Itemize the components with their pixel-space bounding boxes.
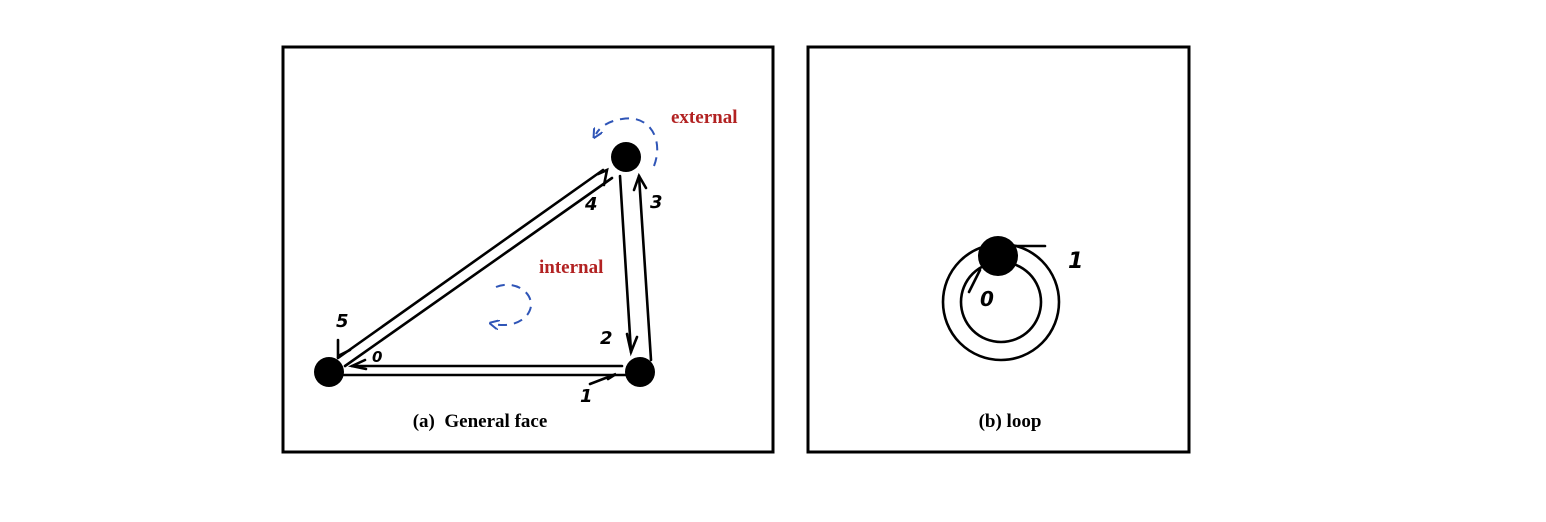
arrowhead-1 — [588, 372, 617, 386]
half-edge-5 — [343, 176, 614, 368]
panel-loop: 0 1 (b) loop — [806, 45, 1191, 454]
external-rotation-arrow — [596, 117, 659, 167]
edge-label-0: 0 — [372, 348, 382, 366]
vertex-bottom-right — [625, 357, 655, 387]
arrowhead-3 — [632, 172, 648, 192]
vertex-top — [611, 142, 641, 172]
arrowhead-5 — [336, 338, 352, 359]
loop-arrow-0 — [967, 268, 982, 294]
loop-label-1: 1 — [1068, 249, 1083, 274]
edge-label-2: 2 — [600, 328, 613, 349]
half-edge-3 — [637, 174, 653, 362]
loop-vertex — [978, 236, 1018, 276]
external-label: external — [671, 107, 737, 128]
internal-rotation-arrow — [494, 283, 533, 325]
edge-label-1: 1 — [580, 386, 593, 407]
edge-label-4: 4 — [584, 194, 598, 215]
panel-b-caption: (b) loop — [979, 411, 1042, 432]
vertex-bottom-left — [314, 357, 344, 387]
panel-a-caption: (a) General face — [413, 411, 548, 432]
half-edge-2 — [618, 174, 633, 354]
arrowhead-4 — [596, 167, 609, 187]
arrowhead-0 — [347, 358, 368, 371]
half-edge-4 — [336, 168, 605, 360]
edge-label-3: 3 — [650, 192, 663, 213]
half-edges — [336, 167, 653, 386]
internal-label: internal — [539, 257, 603, 278]
edge-label-5: 5 — [336, 311, 349, 332]
arrowhead-2 — [625, 332, 639, 357]
loop-label-0: 0 — [980, 287, 994, 311]
panel-general-face: 0 1 2 3 4 5 external internal (a) Genera… — [281, 45, 775, 454]
panel-a-frame — [281, 45, 775, 454]
panel-b-frame — [806, 45, 1191, 454]
